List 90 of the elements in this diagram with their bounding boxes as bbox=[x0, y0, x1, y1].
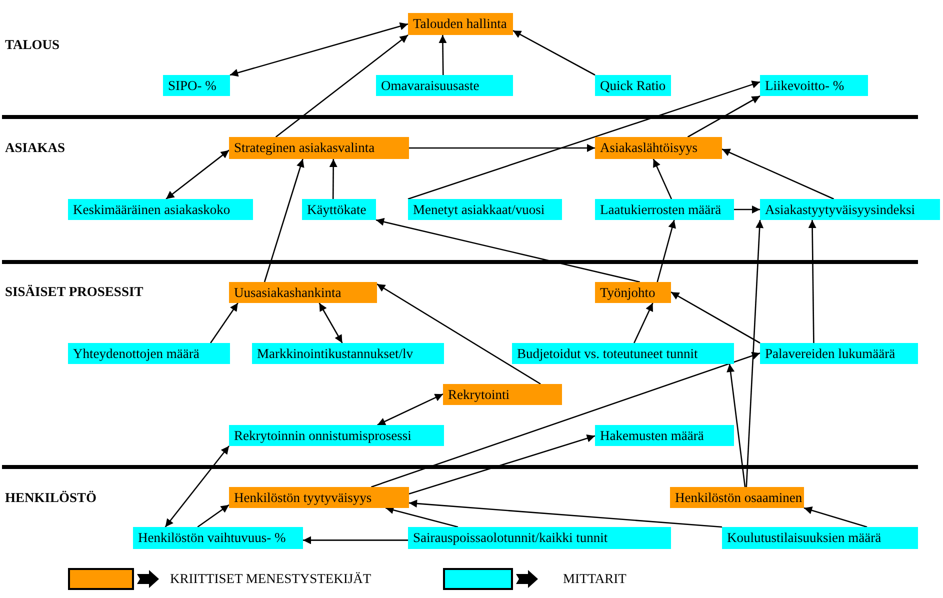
success-factor-label: Henkilöstön osaaminen bbox=[675, 490, 802, 506]
metric-box bbox=[760, 343, 918, 364]
metric-box bbox=[760, 75, 868, 96]
metric-box bbox=[595, 75, 671, 96]
success-factor-label: Talouden hallinta bbox=[413, 16, 507, 32]
arrow bbox=[804, 506, 868, 528]
double-headed-arrow bbox=[166, 150, 230, 200]
metric-label: Hakemusten määrä bbox=[600, 428, 704, 444]
arrow bbox=[376, 218, 640, 283]
arrow bbox=[329, 159, 338, 199]
double-headed-arrow bbox=[318, 302, 343, 344]
arrow bbox=[408, 500, 722, 528]
metric-label: Rekrytoinnin onnistumisprosessi bbox=[234, 428, 412, 444]
metric-label: Asiakastyytyväisyysindeksi bbox=[765, 202, 915, 218]
arrow bbox=[634, 302, 654, 344]
arrow bbox=[808, 220, 816, 343]
arrow bbox=[726, 364, 746, 488]
metric-box bbox=[302, 199, 376, 220]
arrow bbox=[656, 220, 676, 282]
arrow bbox=[385, 506, 458, 528]
section-heading: ASIAKAS bbox=[5, 140, 66, 156]
metric-label: Käyttökate bbox=[307, 202, 366, 218]
arrow bbox=[722, 148, 834, 200]
arrow bbox=[408, 80, 760, 200]
success-factor-label: Strateginen asiakasvalinta bbox=[234, 140, 375, 156]
metric-box bbox=[408, 527, 671, 549]
metric-label: Liikevoitto- % bbox=[765, 78, 844, 94]
legend-label: KRIITTISET MENESTYSTEKIJÄT bbox=[170, 571, 372, 587]
metric-label: Markkinointikustannukset/lv bbox=[257, 346, 413, 362]
metric-label: SIPO- % bbox=[168, 78, 216, 94]
metric-label: Omavaraisuusaste bbox=[381, 78, 480, 94]
arrow bbox=[670, 292, 760, 344]
metric-box bbox=[512, 343, 734, 364]
double-headed-arrow bbox=[230, 22, 408, 77]
metric-label: Yhteydenottojen määrä bbox=[73, 346, 200, 362]
arrow bbox=[652, 158, 672, 200]
metric-box bbox=[68, 343, 230, 364]
arrow bbox=[408, 434, 596, 495]
metric-label: Sairauspoissaolotunnit/kaikki tunnit bbox=[413, 530, 608, 546]
success-factor-box bbox=[443, 384, 562, 405]
arrow bbox=[746, 220, 764, 488]
arrow bbox=[512, 30, 596, 76]
success-factor-box bbox=[229, 282, 377, 303]
success-factor-box bbox=[595, 137, 722, 159]
metric-box bbox=[229, 425, 444, 446]
arrow bbox=[303, 536, 408, 544]
section-heading: HENKILÖSTÖ bbox=[5, 490, 97, 506]
metric-box bbox=[595, 199, 734, 220]
double-headed-arrow bbox=[164, 446, 230, 528]
success-factor-box bbox=[670, 487, 804, 508]
arrow bbox=[734, 206, 760, 214]
arrow bbox=[210, 302, 238, 344]
legend-label: MITTARIT bbox=[563, 571, 626, 587]
metric-label: Keskimääräinen asiakaskoko bbox=[73, 202, 230, 218]
metric-box bbox=[163, 75, 230, 96]
metric-label: Laatukierrosten määrä bbox=[600, 202, 722, 218]
success-factor-box bbox=[595, 282, 671, 303]
success-factor-label: Asiakaslähtöisyys bbox=[600, 140, 698, 156]
metric-label: Henkilöstön vaihtuvuus- % bbox=[138, 530, 286, 546]
success-factor-box bbox=[229, 487, 409, 508]
metric-label: Menetyt asiakkaat/vuosi bbox=[413, 202, 545, 218]
metric-label: Budjetoidut vs. toteutuneet tunnit bbox=[517, 346, 698, 362]
metric-box bbox=[252, 343, 444, 364]
arrow bbox=[409, 144, 595, 152]
metric-label: Palavereiden lukumäärä bbox=[765, 346, 896, 362]
metric-label: Koulutustilaisuuksien määrä bbox=[727, 530, 882, 546]
success-factor-label: Henkilöstön tyytyväisyys bbox=[234, 490, 372, 506]
section-heading: TALOUS bbox=[5, 37, 60, 53]
arrow bbox=[197, 504, 230, 528]
metric-label: Quick Ratio bbox=[600, 78, 666, 94]
metric-box bbox=[760, 199, 940, 220]
arrow bbox=[264, 158, 304, 282]
metric-box bbox=[376, 75, 513, 96]
success-factor-box bbox=[229, 137, 409, 159]
success-factor-label: Uusasiakashankinta bbox=[234, 284, 342, 300]
arrow bbox=[687, 95, 760, 138]
arrow bbox=[438, 35, 447, 75]
metric-box bbox=[595, 425, 734, 446]
arrow bbox=[370, 352, 760, 488]
success-factor-label: Rekrytointi bbox=[448, 386, 510, 402]
arrow bbox=[376, 284, 541, 385]
metric-box bbox=[133, 527, 303, 549]
arrow bbox=[275, 34, 408, 138]
double-headed-arrow bbox=[377, 394, 444, 426]
section-heading: SISÄISET PROSESSIT bbox=[5, 284, 144, 300]
success-factor-box bbox=[408, 13, 513, 35]
success-factor-label: Työnjohto bbox=[600, 284, 656, 300]
metric-box bbox=[722, 527, 918, 549]
metric-box bbox=[68, 199, 253, 220]
metric-box bbox=[408, 199, 562, 220]
